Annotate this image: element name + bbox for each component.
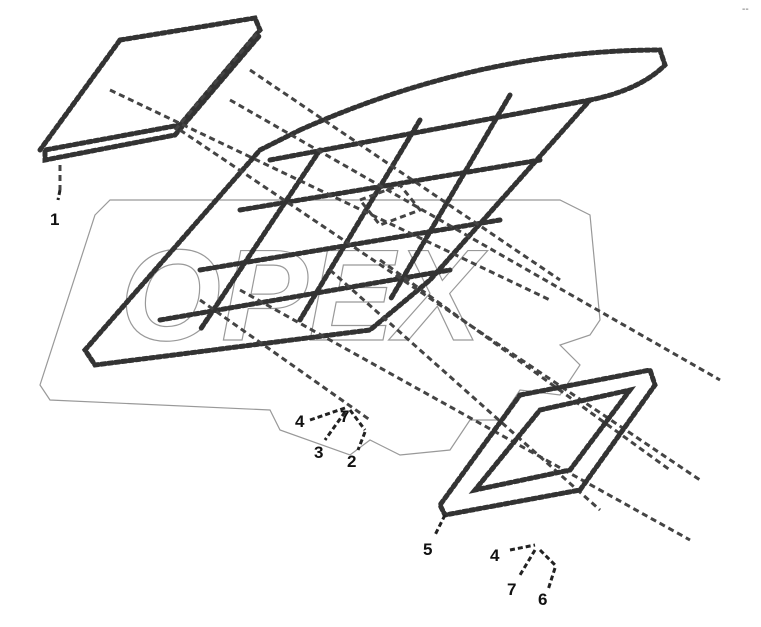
callout-7: 7 [340, 407, 349, 426]
callout-2: 2 [347, 452, 356, 471]
callout-3: 3 [314, 443, 323, 462]
callout-5: 5 [423, 540, 432, 559]
corner-mark: -- [742, 4, 749, 15]
callout-7-rear: 7 [507, 580, 516, 599]
callout-1: 1 [50, 210, 59, 229]
guide-lines [109, 68, 721, 542]
callout-4-rear: 4 [490, 546, 500, 565]
leader-lines [56, 189, 557, 591]
part-5-rear-frame [437, 367, 658, 518]
part-1-front-frame [37, 15, 263, 190]
part-roof-frame [81, 47, 668, 368]
callout-6: 6 [538, 590, 547, 609]
callout-labels: 1 4 7 3 2 5 4 7 6 -- [50, 4, 749, 609]
callout-4: 4 [295, 412, 305, 431]
